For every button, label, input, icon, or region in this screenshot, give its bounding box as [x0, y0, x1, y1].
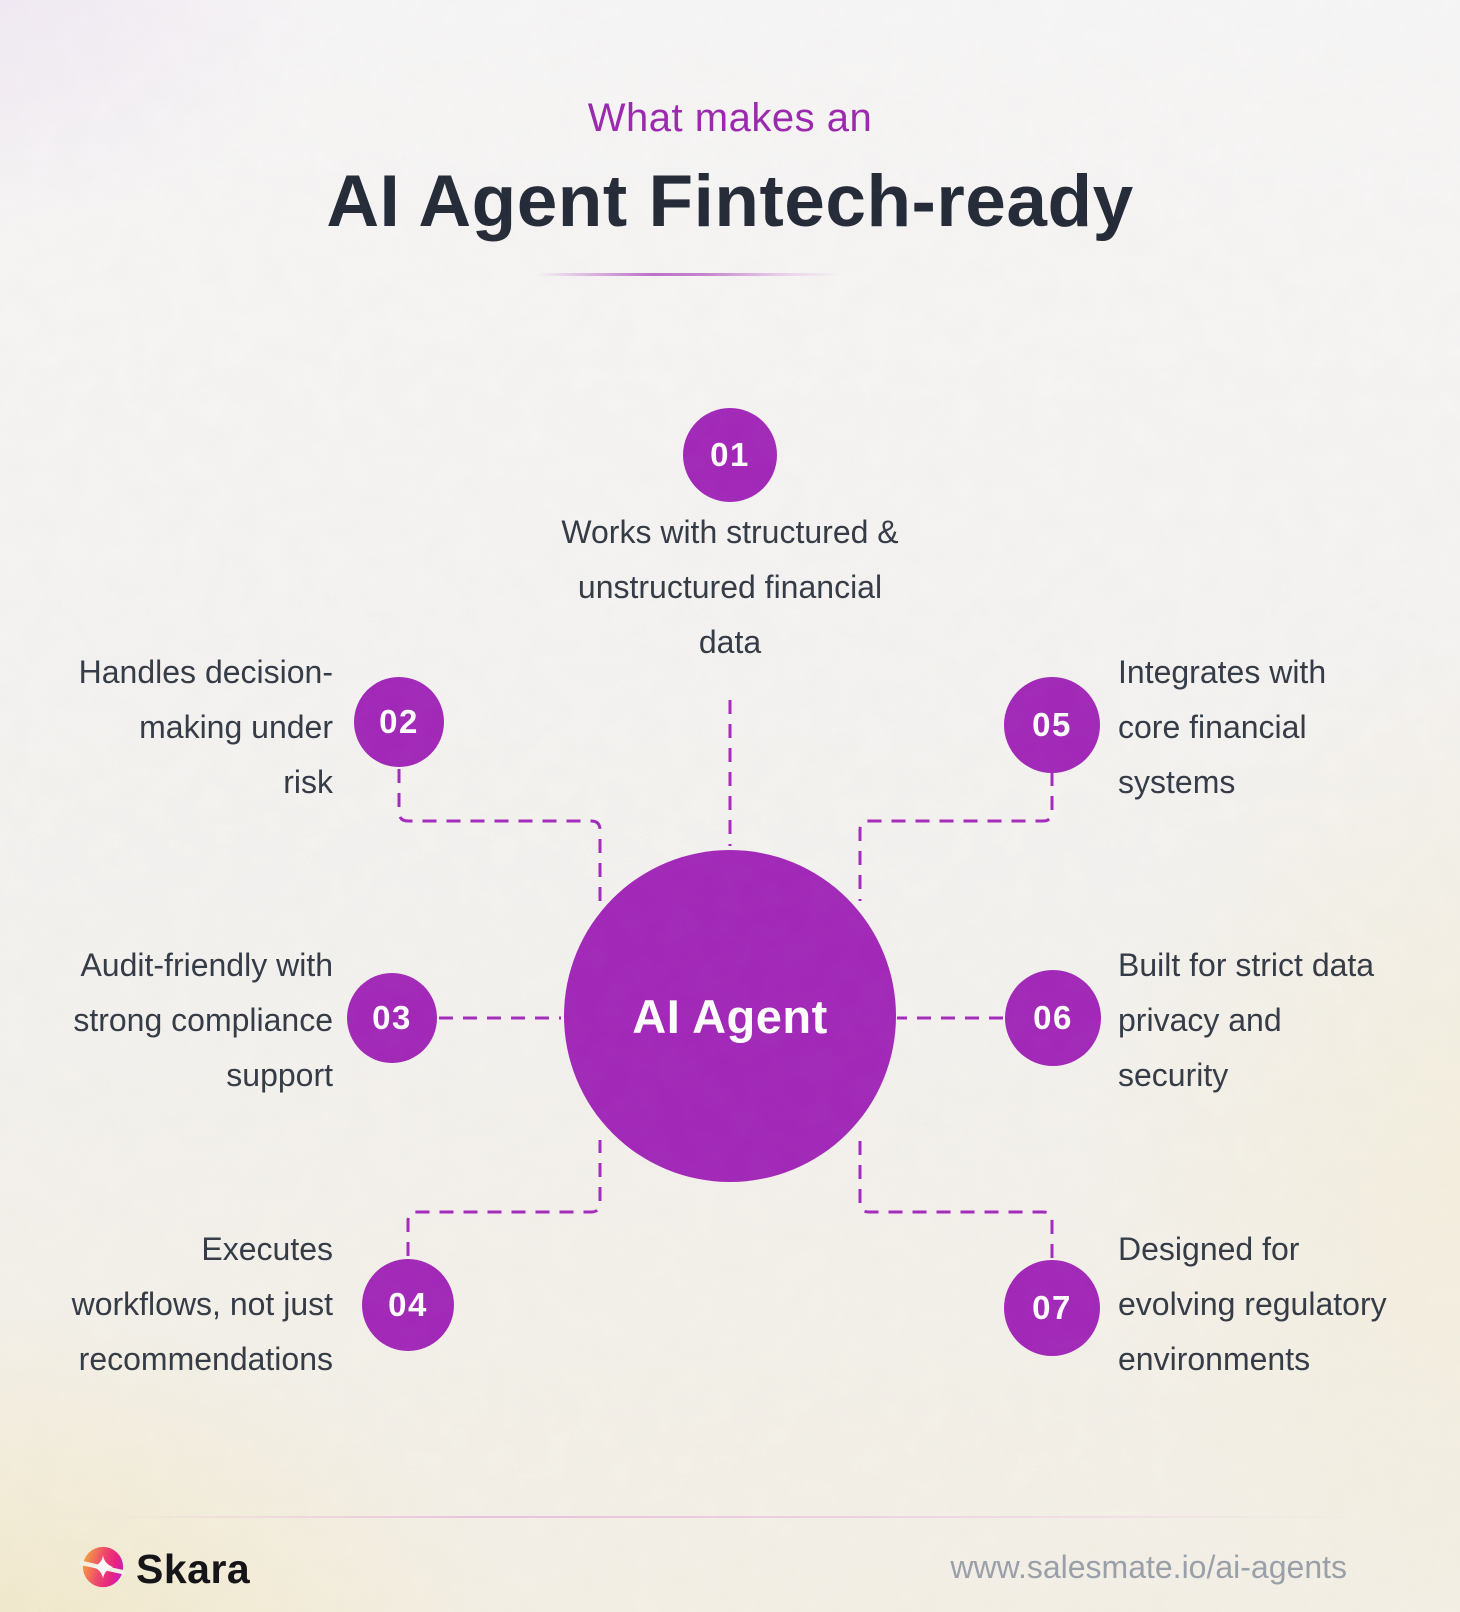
footer-divider: [110, 1516, 1360, 1518]
page-title: AI Agent Fintech-ready: [326, 161, 1134, 242]
node-badge-05: 05: [1004, 677, 1100, 773]
header-eyebrow: What makes an: [587, 96, 873, 140]
node-badge-07: 07: [1004, 1260, 1100, 1356]
node-label-05: Integrates with core financial systems: [1118, 654, 1327, 800]
node-badge-03: 03: [347, 973, 437, 1063]
node-badge-01: 01: [683, 408, 777, 502]
footer-url: www.salesmate.io/ai-agents: [950, 1549, 1347, 1585]
ai-agent-circle: AI Agent: [564, 850, 896, 1182]
title-divider: [537, 273, 840, 276]
ai-agent-label: AI Agent: [632, 989, 828, 1043]
node-badge-06: 06: [1005, 970, 1101, 1066]
node-badge-02: 02: [354, 677, 444, 767]
node-label-01: Works with structured & unstructured fin…: [561, 514, 899, 660]
node-label-03: Audit-friendly with strong compliance su…: [73, 947, 333, 1093]
brand-name: Skara: [136, 1546, 251, 1592]
skara-logo-icon: [80, 1546, 126, 1588]
node-label-07: Designed for evolving regulatory environ…: [1118, 1231, 1387, 1377]
node-label-04: Executes workflows, not just recommendat…: [71, 1231, 333, 1377]
node-label-06: Built for strict data privacy and securi…: [1118, 947, 1375, 1093]
node-badge-04: 04: [362, 1259, 454, 1351]
node-label-02: Handles decision- making under risk: [78, 654, 333, 800]
